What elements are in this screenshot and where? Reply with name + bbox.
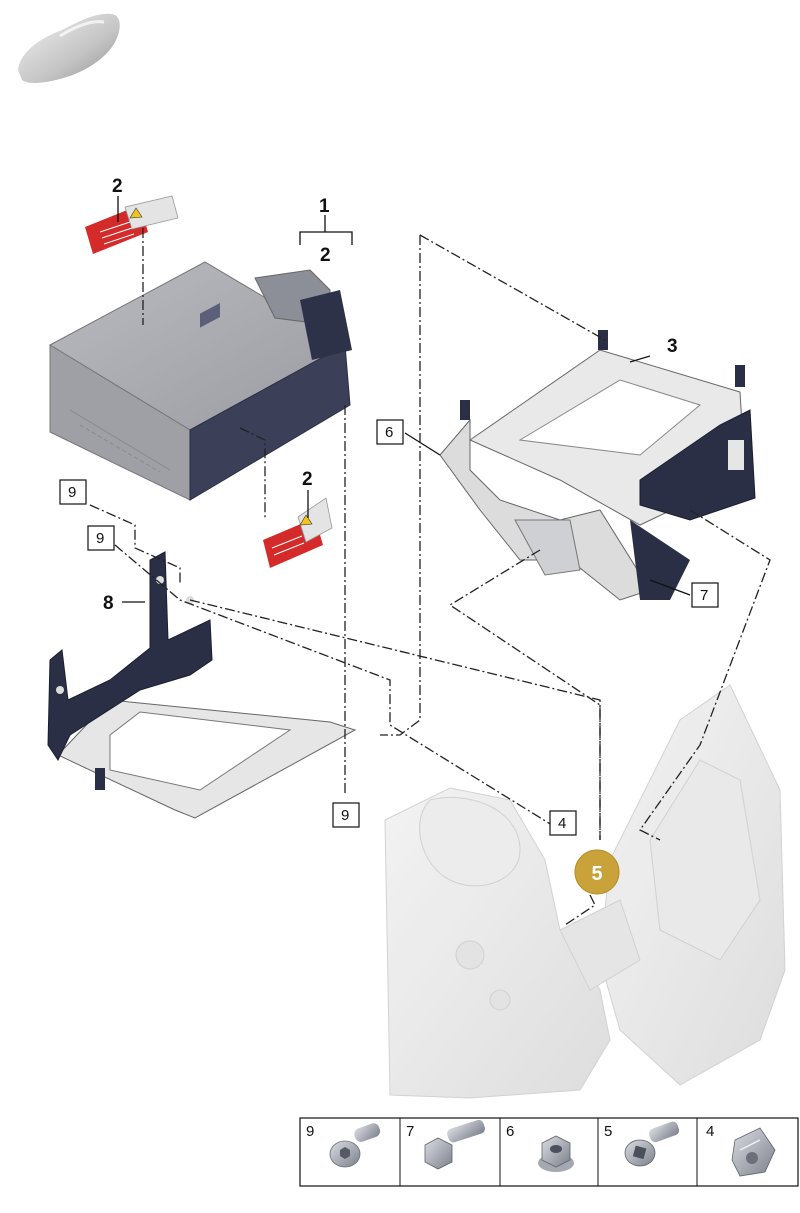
- callout-box-4: 4: [549, 810, 577, 836]
- warning-label-top: [85, 195, 179, 254]
- callout-box-9a: 9: [59, 479, 87, 505]
- legend-num-7: 7: [406, 1123, 414, 1140]
- callout-badge-5[interactable]: 5: [574, 849, 620, 895]
- assembly-leader-lines: [89, 228, 771, 926]
- svg-text:9: 9: [96, 530, 104, 547]
- callout-1: 1: [319, 196, 330, 217]
- callout-2-mid: 2: [302, 469, 313, 490]
- svg-text:5: 5: [591, 863, 602, 885]
- mounting-bracket-lower: [47, 551, 357, 819]
- vehicle-thumbnail-icon: [18, 13, 120, 83]
- fastener-legend: 9 7 6 5 4: [299, 1117, 799, 1187]
- socket-bolt-icon: [624, 1121, 680, 1167]
- legend-num-6: 6: [506, 1123, 514, 1140]
- callout-box-6: 6: [376, 419, 404, 445]
- svg-text:9: 9: [341, 807, 349, 824]
- legend-num-5: 5: [604, 1123, 612, 1140]
- clip-nut-icon: [731, 1127, 776, 1177]
- callout-2-top: 2: [112, 176, 123, 197]
- callout-2-group: 2: [320, 245, 331, 266]
- svg-text:9: 9: [68, 484, 76, 501]
- hex-nut-icon: [538, 1135, 574, 1172]
- legend-num-9: 9: [306, 1123, 314, 1140]
- callout-8: 8: [103, 593, 114, 614]
- hex-bolt-icon: [424, 1119, 486, 1170]
- mounting-bracket-upper: [439, 330, 756, 601]
- callout-box-7: 7: [691, 582, 719, 608]
- control-module: [48, 261, 352, 501]
- svg-text:6: 6: [385, 424, 393, 441]
- callout-3: 3: [667, 336, 678, 357]
- warning-label-mid: [263, 497, 333, 568]
- callout-leaders: [117, 196, 691, 603]
- torx-bolt-icon: [329, 1123, 381, 1168]
- svg-text:7: 7: [700, 587, 708, 604]
- callout-box-9b: 9: [87, 525, 115, 551]
- svg-text:4: 4: [558, 815, 566, 832]
- vehicle-body-panel: [384, 684, 786, 1099]
- legend-num-4: 4: [706, 1123, 714, 1140]
- callout-box-9c: 9: [332, 802, 360, 828]
